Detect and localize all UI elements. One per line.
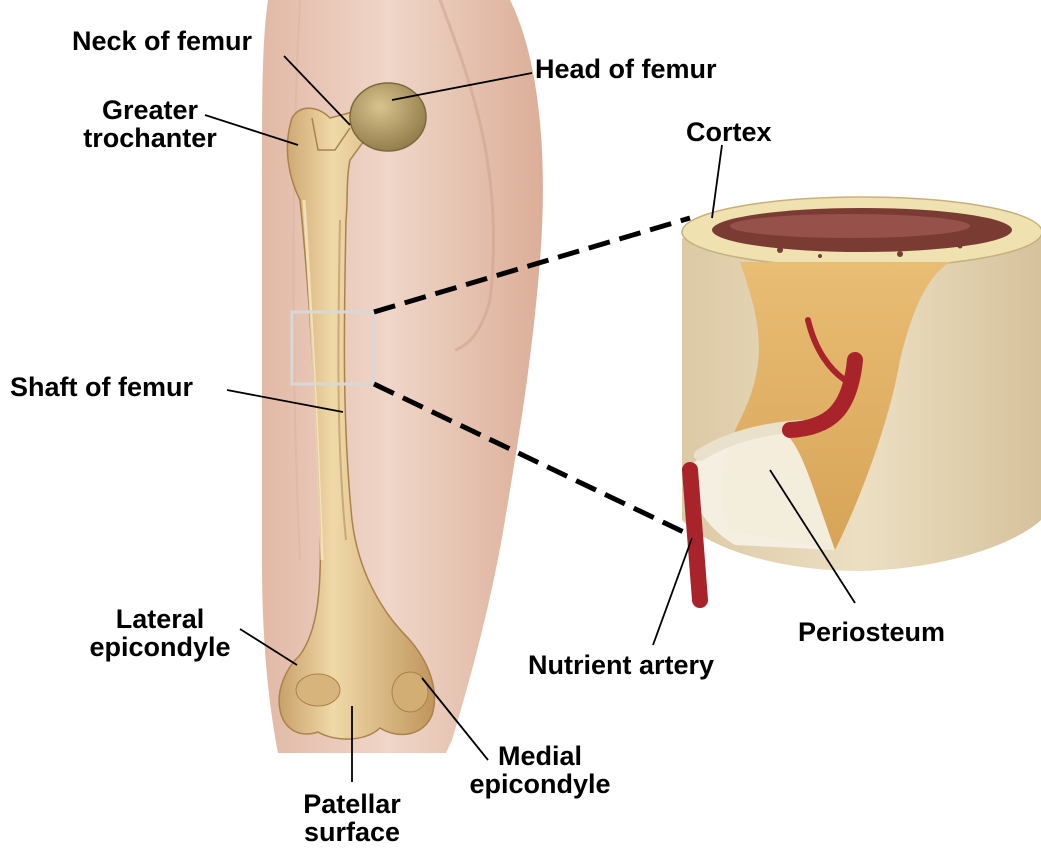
label-medial-epicondyle: Medial epicondyle xyxy=(450,742,630,798)
label-medial-epicondyle-line2: epicondyle xyxy=(450,770,630,798)
label-patellar-surface-line1: Patellar xyxy=(262,790,442,818)
label-shaft-of-femur: Shaft of femur xyxy=(10,373,193,401)
label-greater-trochanter-line1: Greater xyxy=(60,96,240,124)
label-cortex: Cortex xyxy=(686,118,772,146)
label-nutrient-artery: Nutrient artery xyxy=(528,651,714,679)
label-patellar-surface: Patellar surface xyxy=(262,790,442,846)
label-lateral-epicondyle-line1: Lateral xyxy=(70,605,250,633)
femoral-head xyxy=(350,83,426,151)
label-lateral-epicondyle: Lateral epicondyle xyxy=(70,605,250,661)
label-medial-epicondyle-line1: Medial xyxy=(450,742,630,770)
label-greater-trochanter: Greater trochanter xyxy=(60,96,240,152)
label-lateral-epicondyle-line2: epicondyle xyxy=(70,633,250,661)
label-greater-trochanter-line2: trochanter xyxy=(60,124,240,152)
label-neck-of-femur: Neck of femur xyxy=(72,27,252,55)
label-periosteum: Periosteum xyxy=(798,618,945,646)
label-head-of-femur: Head of femur xyxy=(535,55,717,83)
bone-cross-section xyxy=(682,197,1041,600)
label-patellar-surface-line2: surface xyxy=(262,818,442,846)
